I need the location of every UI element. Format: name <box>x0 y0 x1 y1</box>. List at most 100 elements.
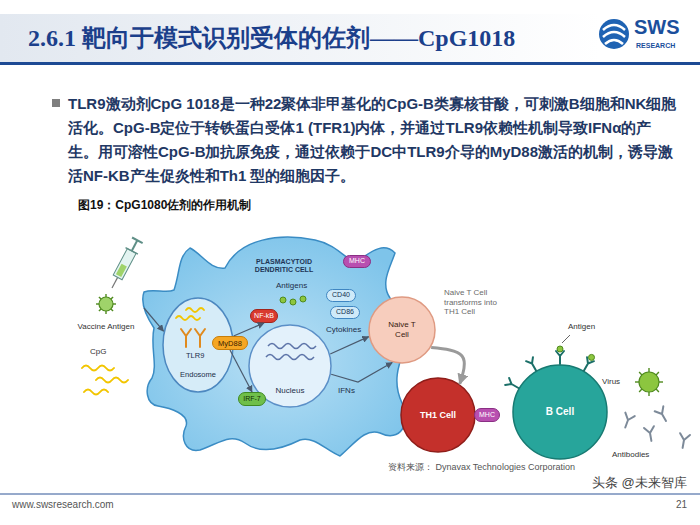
part-label: Antigens <box>276 281 307 291</box>
outline <box>99 297 113 311</box>
source-note: 资料来源： Dynavax Technologies Corporation <box>388 462 575 473</box>
tlr9-receptor <box>181 329 191 347</box>
node-label: Vaccine Antigen <box>78 322 135 332</box>
node-label: PLASMACYTOID DENDRITIC CELL <box>245 258 323 275</box>
node-label: B Cell <box>546 406 574 418</box>
syringe-icon <box>116 264 127 277</box>
dna-strand <box>268 344 316 349</box>
cpg-strand <box>176 316 200 320</box>
t-cell: Naive T Cell <box>368 296 436 364</box>
virus: Virus <box>602 365 662 399</box>
protein-tag: IRF-7 <box>238 392 266 406</box>
part-label: Antibodies <box>612 450 649 460</box>
outline <box>475 409 500 422</box>
th1-cell: TH1 Cell <box>400 377 476 453</box>
node-label: Naive T Cell <box>382 320 422 339</box>
dna-strand <box>266 344 316 360</box>
page-number: 21 <box>676 499 687 511</box>
node-label: Nucleus <box>276 386 305 396</box>
syringe-icon <box>112 277 118 288</box>
outline <box>639 372 659 392</box>
protein-tag: NF-kB <box>250 309 278 323</box>
edge-label: IFNs <box>338 386 355 396</box>
outline <box>213 337 248 350</box>
bullet-square <box>52 99 60 107</box>
footer-url: www.swsresearch.com <box>12 499 114 511</box>
node-label: MHC <box>479 411 495 419</box>
figure-caption: 图19：CpG1080佐剂的作用机制 <box>78 198 251 212</box>
cpg-strand <box>82 366 128 395</box>
node-label: Endosome <box>180 370 216 379</box>
outline <box>344 256 371 268</box>
logo-icon <box>599 19 629 49</box>
cpg-strand <box>96 378 128 383</box>
surface-marker: CD40 <box>326 289 356 302</box>
node-label: CD86 <box>336 308 354 316</box>
title-band <box>0 14 600 62</box>
leader-line <box>562 335 570 343</box>
slide-title: 2.6.1 靶向于模式识别受体的佐剂——CpG1018 <box>28 24 515 53</box>
node-label: CD40 <box>332 291 350 299</box>
outline <box>369 297 435 363</box>
cpg-strand <box>84 390 108 395</box>
antibody-symbol <box>621 413 635 430</box>
antibody-symbol <box>678 433 690 449</box>
antigen-dot <box>280 296 306 305</box>
logo-text: SWS <box>634 15 680 39</box>
outline <box>401 378 475 452</box>
edge-label: Cytokines <box>326 325 361 335</box>
node-label: NF-kB <box>254 312 274 320</box>
cell-membrane <box>143 237 409 456</box>
logo-icon <box>599 19 629 49</box>
protein-tag: MyD88 <box>212 336 248 350</box>
antigen-dot <box>280 297 286 303</box>
title-rule <box>0 62 700 65</box>
syringe-icon <box>132 240 138 251</box>
node-label: MyD88 <box>218 339 242 348</box>
node-label: Virus <box>602 377 620 387</box>
part-label: Antigen <box>568 322 595 332</box>
dendritic-cell: PLASMACYTOID DENDRITIC CELL Endosome MyD88… <box>140 228 415 458</box>
antigen-dot <box>589 354 595 360</box>
outline <box>327 290 356 302</box>
surface-marker: CD86 <box>330 306 360 319</box>
watermark: 头条 @未来智库 <box>592 475 687 491</box>
surface-marker: MHC <box>343 255 371 268</box>
tlr9-receptor <box>195 329 205 347</box>
outline <box>251 310 278 323</box>
cpg-strand <box>176 308 204 320</box>
spike <box>648 368 649 372</box>
bcr-receptor <box>505 378 520 391</box>
spike <box>648 392 649 396</box>
body-text: TLR9激动剂CpG 1018是一种22聚体非甲基化的CpG-B类寡核苷酸，可刺… <box>68 92 680 188</box>
outline <box>513 365 607 459</box>
outline <box>331 307 360 319</box>
syringe-icon <box>132 238 143 244</box>
node-label: IRF-7 <box>243 395 261 403</box>
vaccine-antigen: Vaccine Antigen <box>68 294 144 334</box>
node-label: MHC <box>349 257 365 265</box>
tlr9-receptor <box>181 329 205 347</box>
edge-label: Naive T Cell transforms into TH1 Cell <box>444 288 506 317</box>
antigen-dot <box>557 346 563 352</box>
surface-marker: MHC <box>474 408 500 422</box>
cpg-strand <box>186 308 204 312</box>
cpg-strand <box>82 366 114 371</box>
antigen-dot <box>290 299 296 305</box>
logo-icon <box>605 40 623 44</box>
logo-icon <box>603 25 625 30</box>
part-label: TLR9 <box>186 351 204 360</box>
b-cell: B Cell <box>512 364 608 460</box>
syringe-icon <box>106 237 144 291</box>
antibody-symbol <box>655 406 671 423</box>
bcr-receptor <box>505 351 594 391</box>
bcr-receptor <box>556 351 564 364</box>
bcr-receptor <box>526 357 539 372</box>
part-label: CpG <box>90 347 106 357</box>
logo-icon <box>603 32 625 37</box>
antigen-dot <box>557 346 595 360</box>
logo-subtext: RESEARCH <box>636 42 675 50</box>
antibody-symbol <box>621 406 690 448</box>
antibody-symbol <box>644 426 656 442</box>
